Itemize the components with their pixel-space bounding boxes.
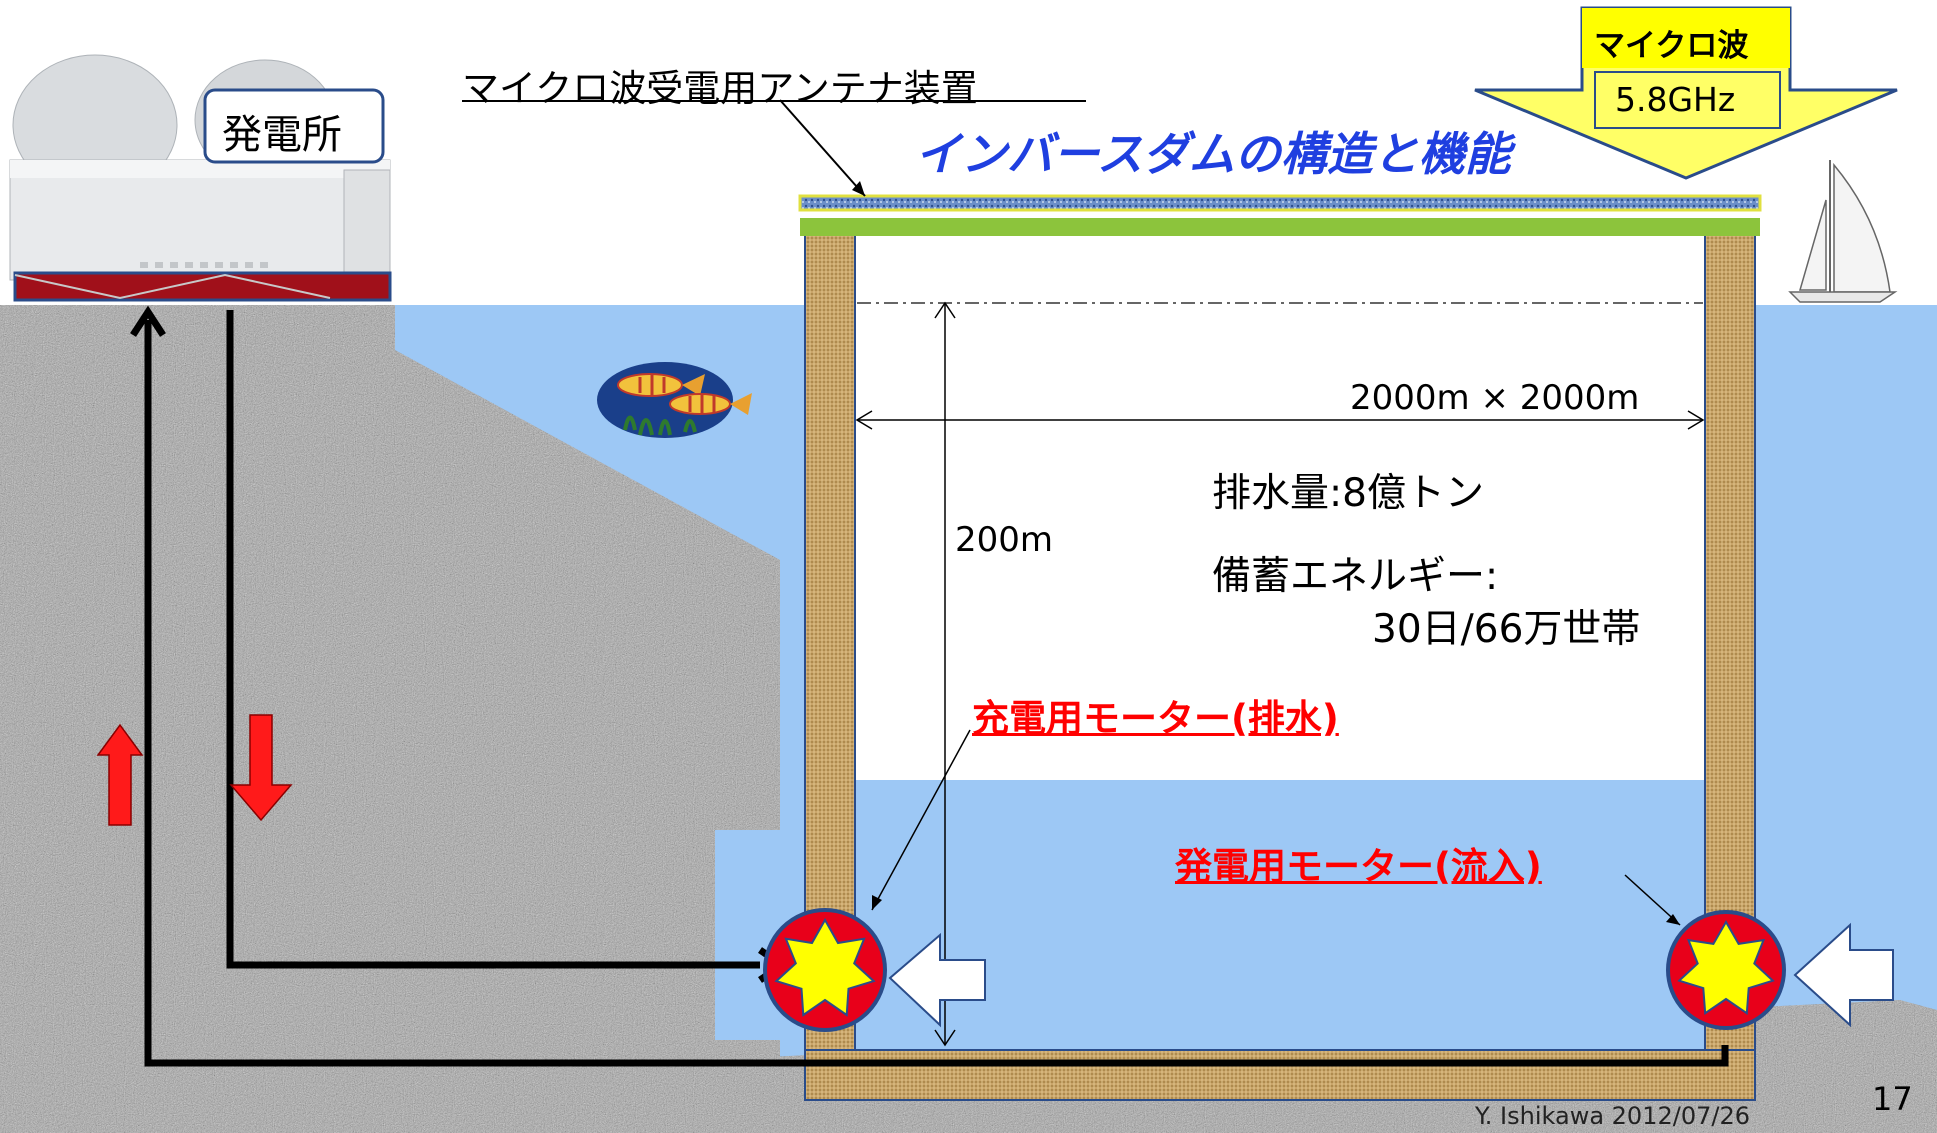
stored-energy-value: 30日/66万世帯 [1372,607,1641,652]
power-plant-label-box [203,88,385,164]
power-cables [144,310,1729,1067]
dam-interior-air [855,270,1705,780]
fish-school-icon [597,362,752,438]
dimension-lines [855,301,1705,1047]
up-arrow-icon [96,723,144,826]
antenna-label: マイクロ波受電用アンテナ装置 [462,67,978,110]
credit-text: Y. Ishikawa 2012/07/26 [1475,1102,1750,1130]
charge-motor-icon [763,908,887,1032]
discharge-volume-label: 排水量:8億トン [1212,471,1484,516]
gen-motor-icon [1666,910,1786,1030]
inflow-arrow-left-icon [888,932,986,1028]
gen-motor-label: 発電用モーター(流入) [1175,845,1542,888]
sailboat-icon [1788,160,1898,303]
page-title: インバースダムの構造と機能 [915,127,1511,181]
antenna-panel [798,194,1762,212]
microwave-label: マイクロ波 [1594,28,1749,64]
down-arrow-icon [229,714,293,822]
power-plant-label: 発電所 [222,112,342,158]
stored-energy-label: 備蓄エネルギー: [1212,554,1499,599]
charge-motor-label: 充電用モーター(排水) [972,697,1339,740]
dam-interior-water [855,780,1705,1050]
inflow-arrow-right-icon [1793,922,1894,1028]
microwave-label-box [1582,8,1790,68]
page-number: 17 [1872,1080,1913,1118]
dimension-width-label: 2000m × 2000m [1350,378,1640,418]
dimension-height-label: 200m [955,520,1054,560]
dam-lid [800,218,1760,236]
microwave-frequency: 5.8GHz [1615,80,1736,119]
